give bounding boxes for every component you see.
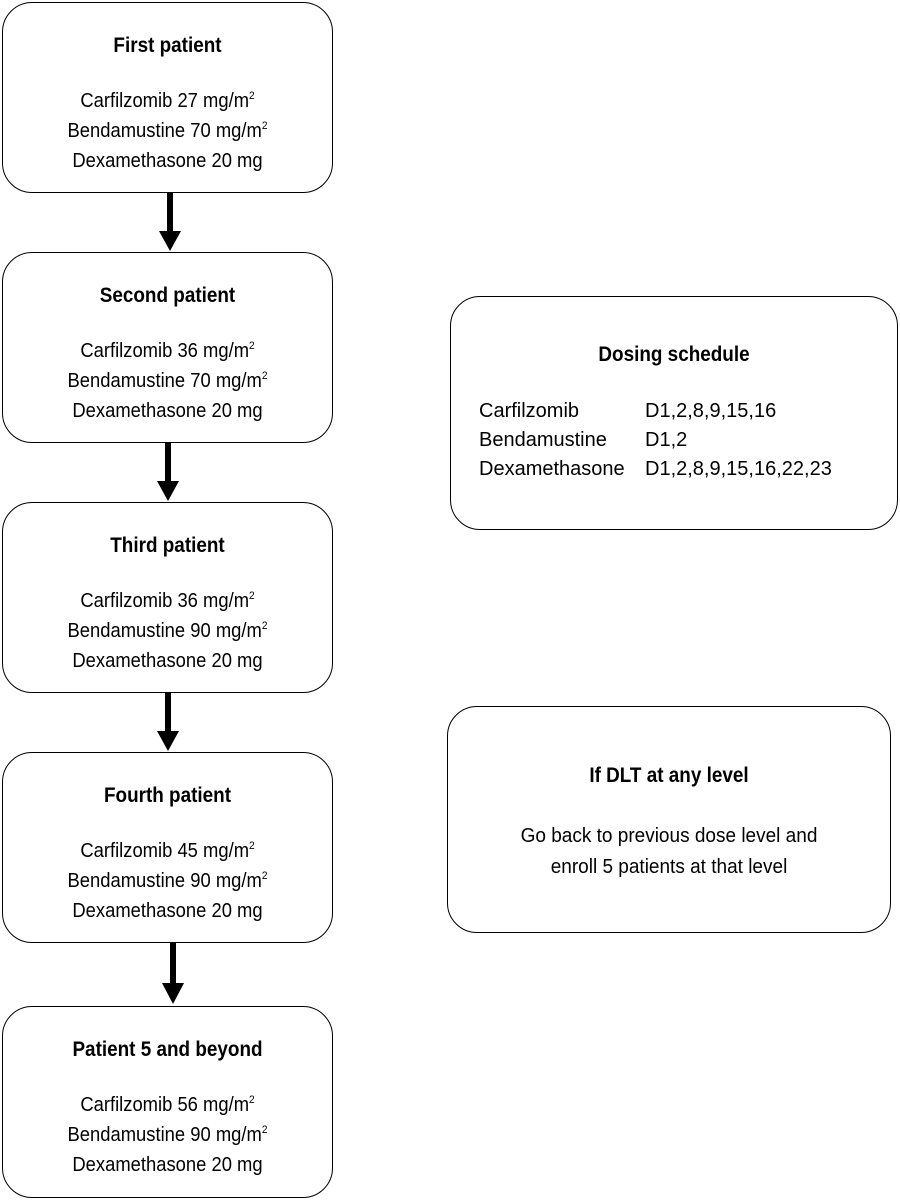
bendamustine-dose: Bendamustine 70 mg/m2 bbox=[67, 120, 268, 142]
dlt-rule-title: If DLT at any level bbox=[589, 764, 749, 787]
bendamustine-dose: Bendamustine 90 mg/m2 bbox=[67, 1124, 268, 1146]
carfilzomib-dose: Carfilzomib 56 mg/m2 bbox=[80, 1094, 255, 1116]
bendamustine-dose: Bendamustine 70 mg/m2 bbox=[67, 370, 268, 392]
down-arrow-icon bbox=[157, 443, 179, 501]
carfilzomib-dose: Carfilzomib 36 mg/m2 bbox=[80, 340, 255, 362]
dose-level-box-4: Fourth patient Carfilzomib 45 mg/m2 Bend… bbox=[2, 752, 333, 943]
dose-level-box-2: Second patient Carfilzomib 36 mg/m2 Bend… bbox=[2, 252, 333, 443]
dose-level-title: Fourth patient bbox=[103, 784, 232, 807]
dose-level-title: Patient 5 and beyond bbox=[72, 1038, 263, 1061]
dose-level-title: Second patient bbox=[99, 284, 236, 307]
dose-lines: Carfilzomib 27 mg/m2 Bendamustine 70 mg/… bbox=[16, 86, 319, 176]
dose-lines: Carfilzomib 56 mg/m2 Bendamustine 90 mg/… bbox=[16, 1090, 319, 1180]
schedule-days: D1,2 bbox=[645, 429, 688, 451]
dlt-rule-text: Go back to previous dose level and enrol… bbox=[459, 821, 879, 883]
carfilzomib-dose: Carfilzomib 45 mg/m2 bbox=[80, 840, 255, 862]
carfilzomib-dose: Carfilzomib 27 mg/m2 bbox=[80, 90, 255, 112]
bendamustine-dose: Bendamustine 90 mg/m2 bbox=[67, 870, 268, 892]
dexamethasone-dose: Dexamethasone 20 mg bbox=[72, 900, 263, 922]
dlt-rule-line: enroll 5 patients at that level bbox=[550, 856, 788, 878]
down-arrow-icon bbox=[162, 943, 184, 1004]
dexamethasone-dose: Dexamethasone 20 mg bbox=[72, 650, 263, 672]
schedule-days: D1,2,8,9,15,16 bbox=[645, 400, 777, 422]
dose-level-title: First patient bbox=[113, 34, 222, 57]
schedule-days: D1,2,8,9,15,16,22,23 bbox=[645, 458, 832, 480]
carfilzomib-dose: Carfilzomib 36 mg/m2 bbox=[80, 590, 255, 612]
schedule-drug: Bendamustine bbox=[479, 429, 607, 451]
dexamethasone-dose: Dexamethasone 20 mg bbox=[72, 400, 263, 422]
dose-lines: Carfilzomib 36 mg/m2 Bendamustine 70 mg/… bbox=[16, 336, 319, 426]
down-arrow-icon bbox=[157, 693, 179, 751]
dose-level-box-3: Third patient Carfilzomib 36 mg/m2 Benda… bbox=[2, 502, 333, 693]
bendamustine-dose: Bendamustine 90 mg/m2 bbox=[67, 620, 268, 642]
dlt-rule-line: Go back to previous dose level and bbox=[520, 825, 818, 847]
dose-level-box-5: Patient 5 and beyond Carfilzomib 56 mg/m… bbox=[2, 1006, 333, 1198]
dexamethasone-dose: Dexamethasone 20 mg bbox=[72, 1154, 263, 1176]
dose-lines: Carfilzomib 45 mg/m2 Bendamustine 90 mg/… bbox=[16, 836, 319, 926]
schedule-drug: Dexamethasone bbox=[479, 458, 625, 480]
dose-level-title: Third patient bbox=[110, 534, 225, 557]
dosing-schedule-box: Dosing schedule Carfilzomib D1,2,8,9,15,… bbox=[450, 296, 898, 530]
dexamethasone-dose: Dexamethasone 20 mg bbox=[72, 150, 263, 172]
down-arrow-icon bbox=[159, 193, 181, 251]
dlt-rule-box: If DLT at any level Go back to previous … bbox=[447, 706, 891, 933]
dose-level-box-1: First patient Carfilzomib 27 mg/m2 Benda… bbox=[2, 2, 333, 193]
schedule-drug: Carfilzomib bbox=[479, 400, 580, 422]
dosing-schedule-title: Dosing schedule bbox=[598, 343, 750, 366]
dose-lines: Carfilzomib 36 mg/m2 Bendamustine 90 mg/… bbox=[16, 586, 319, 676]
